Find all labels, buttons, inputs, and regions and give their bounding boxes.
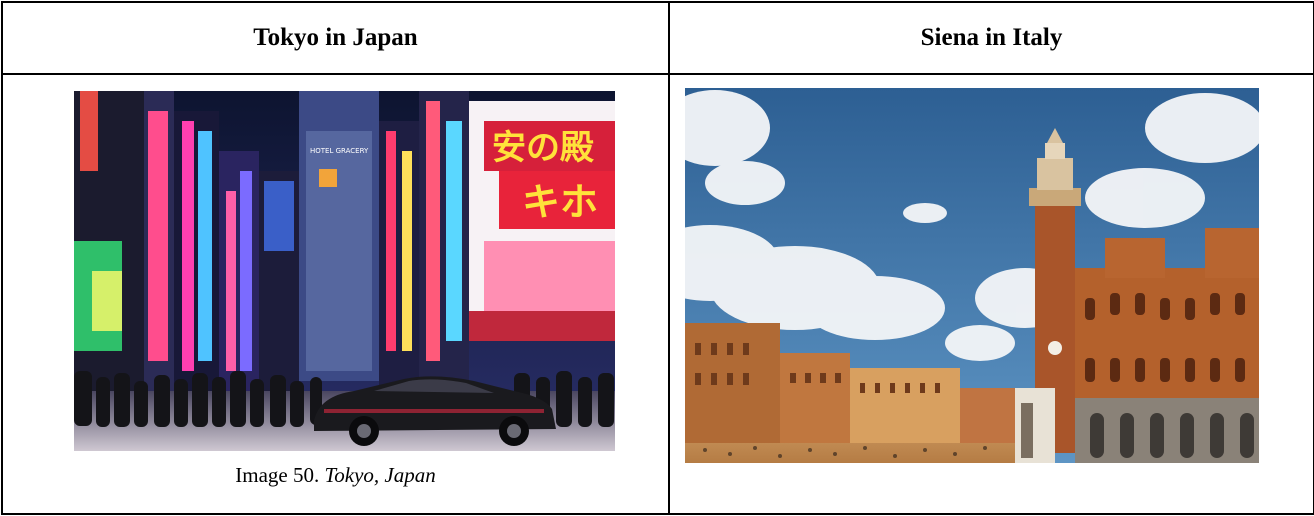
header-tokyo: Tokyo in Japan [1,1,670,75]
caption-label: Image 50. [235,463,320,487]
cell-siena [668,73,1314,515]
header-siena: Siena in Italy [668,1,1314,75]
store-sign-text-2: キホ [522,180,598,224]
table-header-row: Tokyo in Japan Siena in Italy [1,1,1314,75]
hotel-sign: HOTEL GRACERY [310,147,369,155]
store-sign-text: 安の殿 [492,128,594,168]
table-body-row: HOTEL GRACERY [1,73,1314,515]
cell-tokyo: HOTEL GRACERY [1,73,670,515]
tokyo-night-street-photo: HOTEL GRACERY [74,91,615,451]
siena-piazza-photo [685,88,1259,463]
caption-title: Tokyo, Japan [324,463,436,487]
tokyo-caption: Image 50. Tokyo, Japan [3,463,668,488]
